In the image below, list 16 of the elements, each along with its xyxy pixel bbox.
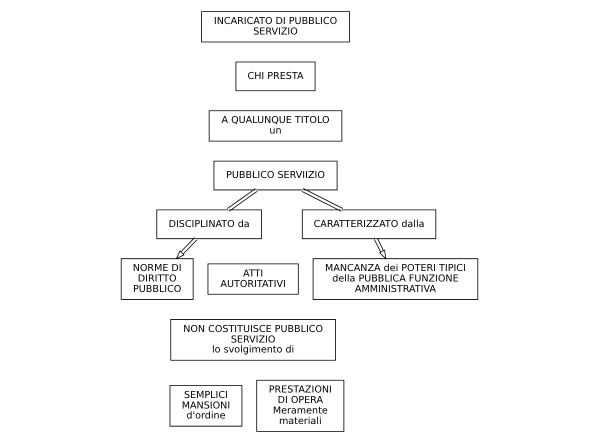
node-box: INCARICATO DI PUBBLICO SERVIZIO (201, 11, 350, 42)
node-box: CHI PRESTA (236, 62, 316, 92)
connector (226, 188, 258, 212)
arrow (374, 238, 386, 260)
node-box: CARATTERIZZATO dalla (302, 210, 436, 240)
node-box: NON COSTITUISCE PUBBLICO SERVIZIO lo svolgimento di (170, 319, 336, 361)
node-box: SEMPLICI MANSIONI d'ordine (170, 385, 242, 427)
node-box: PRESTAZIONI DI OPERA Meramente materiali (256, 380, 344, 432)
arrow (176, 237, 198, 260)
node-box: A QUALUNQUE TITOLO un (208, 110, 342, 142)
connector (301, 188, 344, 212)
node-box: NORME DI DIRITTO PUBBLICO (120, 258, 194, 300)
node-box: DISCIPLINATO da (156, 210, 262, 240)
node-box: MANCANZA dei POTERI TIPICI della PUBBLICA FUNZIONE AMMINISTRATIVA (312, 258, 478, 300)
node-box: PUBBLICO SERVIIZIO (214, 160, 338, 190)
node-box: ATTI AUTORITATIVI (208, 263, 299, 295)
